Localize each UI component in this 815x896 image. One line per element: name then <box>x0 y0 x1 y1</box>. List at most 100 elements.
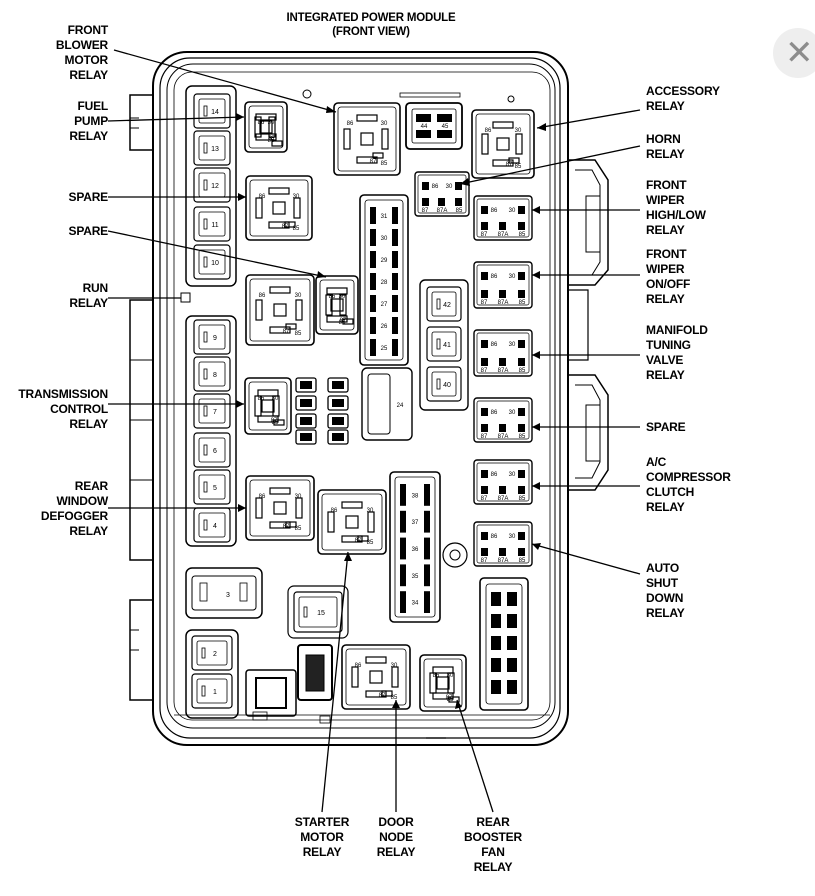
mini-fuse-blade <box>491 658 501 672</box>
fuse-body <box>426 326 462 362</box>
relay-outer <box>414 171 470 217</box>
relay-pin <box>499 290 506 298</box>
pin-label: 86 <box>433 673 440 679</box>
pin-label: 86 <box>355 663 362 669</box>
fuse-body <box>193 244 231 280</box>
relay-pin <box>508 157 520 164</box>
fuse-number: 15 <box>317 610 325 617</box>
fuse-slot <box>198 361 226 387</box>
fuse-body <box>193 432 231 468</box>
relay-pin <box>325 294 333 316</box>
relay-pin <box>365 656 387 664</box>
block-outer <box>479 577 529 711</box>
close-button[interactable]: ✕ <box>773 28 815 78</box>
relay-pin <box>268 221 290 229</box>
fuse-slot <box>198 249 226 275</box>
fuse-body <box>426 286 462 322</box>
fuse-body <box>193 206 231 242</box>
callout-line: SPARE <box>69 224 109 238</box>
mini-fuse-blade <box>424 510 430 533</box>
relay-center <box>261 399 275 413</box>
relay-inner <box>249 479 311 537</box>
relay-pin <box>268 187 290 195</box>
relay-pin <box>326 287 348 295</box>
block-inner <box>411 108 457 144</box>
pin-label: 30 <box>509 410 516 416</box>
relay-pin <box>447 672 455 694</box>
relay-pin <box>327 511 335 533</box>
relay-outer <box>471 109 535 179</box>
pin-label: 87 <box>355 538 362 544</box>
mini-fuse-block-bottom-right <box>479 577 529 711</box>
relay-pin <box>351 666 359 688</box>
pin-label: 86 <box>491 208 498 214</box>
pin-label: 87 <box>379 693 386 699</box>
relay-inner <box>475 113 531 175</box>
relay-inner <box>345 648 407 706</box>
fuse-number: 8 <box>213 372 217 379</box>
small-fuse-cell <box>295 377 317 393</box>
mini-fuse-blade <box>392 295 398 312</box>
relay-pin <box>499 486 506 494</box>
callout-line: PUMP <box>74 114 108 128</box>
callout-line: SPARE <box>646 420 686 434</box>
fuse-7: 7 <box>193 393 231 429</box>
relay-pin <box>356 114 378 122</box>
relay-pin <box>422 182 429 190</box>
fuse-3: 3 <box>191 575 257 611</box>
fuse-blade <box>203 331 208 343</box>
mini-fuse-blade <box>400 537 406 560</box>
pin-label: 30 <box>509 208 516 214</box>
pin-label: 87 <box>481 558 488 564</box>
pin-label: 30 <box>268 120 275 126</box>
callout-line: A/C <box>646 455 667 469</box>
relay-pin <box>254 116 262 138</box>
diode-block <box>245 669 297 717</box>
relay-pin <box>518 358 525 366</box>
relay-inner <box>476 264 530 306</box>
mini-fuse-number: 28 <box>381 280 388 286</box>
relay-center <box>369 670 383 684</box>
relay-inner <box>337 106 397 172</box>
fuse-number: 7 <box>213 409 217 416</box>
callout-line: SHUT <box>646 576 679 590</box>
fuse-number: 11 <box>211 222 218 229</box>
pin-label: 87 <box>283 524 290 530</box>
mini-fuse-number: 27 <box>381 302 388 308</box>
small-fuse-blade <box>332 381 344 389</box>
relay-pin <box>518 532 525 540</box>
relay-inner <box>249 179 309 237</box>
relay-pin <box>432 666 454 674</box>
fuse-number: 6 <box>213 448 217 455</box>
mini-fuse-blade <box>424 537 430 560</box>
mini-fuse-number: 31 <box>381 214 388 220</box>
pin-label: 30 <box>509 534 516 540</box>
pin-label: 85 <box>391 695 398 701</box>
block-outer <box>359 194 409 366</box>
fuse-blade <box>203 179 208 191</box>
pin-label: 85 <box>515 164 522 170</box>
small-fuse-blade <box>300 399 312 407</box>
pin-label: 85 <box>295 331 302 337</box>
relay-pin <box>438 198 445 206</box>
relay-center <box>345 515 359 529</box>
block-inner <box>364 199 404 361</box>
relay-pin <box>365 690 387 698</box>
left-fuse-bracket-lower <box>185 315 237 547</box>
callout-line: REAR <box>75 479 109 493</box>
relay-pin <box>481 470 488 478</box>
callout-line: RELAY <box>646 500 685 514</box>
fuse-slot <box>431 371 457 397</box>
pin-label: 30 <box>515 128 522 134</box>
relay-pin <box>518 408 525 416</box>
relay-pin <box>341 535 363 543</box>
relay-outer <box>315 275 359 335</box>
mini-fuse-number: 30 <box>381 236 388 242</box>
small-fuse-cell <box>295 395 317 411</box>
fuse-blade <box>436 298 441 310</box>
pin-label: 85 <box>456 208 463 214</box>
pin-label: 87 <box>271 418 278 424</box>
